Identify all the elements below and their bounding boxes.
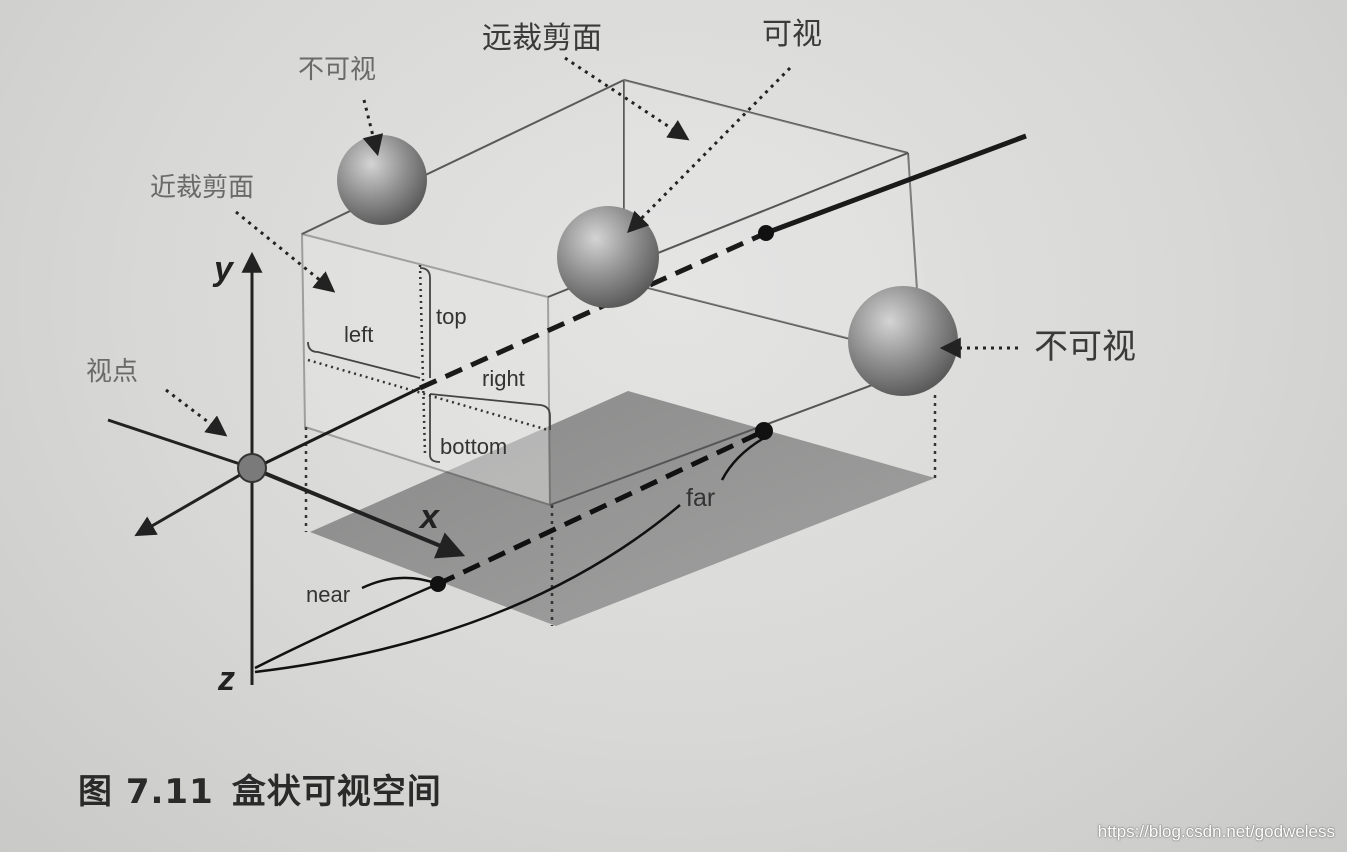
pointer-arrows bbox=[165, 56, 1018, 437]
label-top: top bbox=[436, 304, 467, 329]
figure-title: 盒状可视空间 bbox=[231, 772, 442, 812]
z-axis bbox=[107, 418, 253, 470]
axis-label-z: z bbox=[217, 660, 235, 698]
label-near: near bbox=[306, 582, 350, 607]
label-far-clip: 远裁剪面 bbox=[482, 21, 602, 56]
sphere-visible bbox=[557, 206, 659, 308]
far-point-on-sight bbox=[758, 225, 774, 241]
watermark-url: https://blog.csdn.net/godweless bbox=[1097, 822, 1335, 841]
far-clip-plane bbox=[624, 80, 934, 360]
figure-number: 图 7.11 bbox=[78, 772, 214, 812]
line-of-sight bbox=[254, 133, 1027, 470]
near-plane-brackets bbox=[307, 264, 551, 463]
label-far: far bbox=[686, 484, 715, 512]
label-bottom: bottom bbox=[440, 434, 507, 459]
x-axis bbox=[251, 466, 466, 559]
floor-plane bbox=[310, 391, 935, 626]
x-axis-neg bbox=[134, 466, 253, 537]
floor-depth-line bbox=[436, 428, 766, 587]
axis-label-x: x bbox=[418, 498, 441, 536]
label-invisible-right: 不可视 bbox=[1034, 327, 1136, 367]
label-visible: 可视 bbox=[762, 17, 822, 52]
figure-caption: 图 7.11 盒状可视空间 bbox=[78, 764, 460, 813]
sphere-invisible-left bbox=[337, 135, 427, 225]
axis-label-y: y bbox=[212, 250, 235, 288]
z-distance-curves bbox=[254, 436, 765, 674]
label-near-clip: 近裁剪面 bbox=[150, 173, 254, 203]
sphere-invisible-right bbox=[848, 286, 958, 396]
label-right: right bbox=[482, 366, 525, 391]
viewpoint-eye bbox=[237, 453, 267, 483]
label-left: left bbox=[344, 322, 373, 347]
far-point bbox=[755, 422, 773, 440]
label-viewpoint: 视点 bbox=[86, 357, 138, 387]
label-invisible-left: 不可视 bbox=[298, 55, 376, 85]
